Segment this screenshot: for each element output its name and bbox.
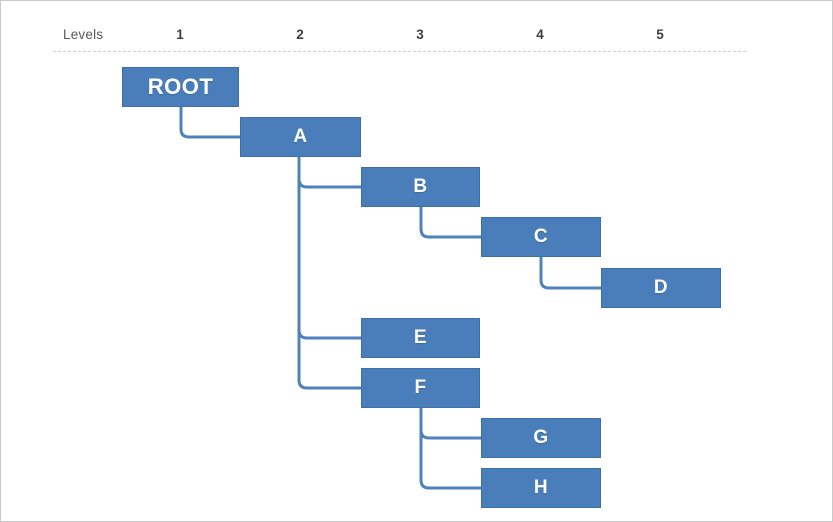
level-header-4: 4 (536, 27, 544, 42)
connector-A-to-B (297, 157, 361, 189)
connector-C-to-D (539, 257, 601, 290)
levels-axis-label: Levels (63, 27, 104, 42)
node-f[interactable]: F (361, 368, 480, 408)
connector-A-to-E (297, 157, 361, 340)
connector-B-to-C (419, 207, 481, 239)
connector-A-to-F (297, 157, 361, 390)
level-header-2: 2 (296, 27, 304, 42)
node-e[interactable]: E (361, 318, 480, 358)
node-h[interactable]: H (481, 468, 601, 508)
node-d[interactable]: D (601, 268, 721, 308)
node-c[interactable]: C (481, 217, 601, 257)
connector-F-to-H (419, 408, 481, 490)
connector-F-to-G (419, 408, 481, 440)
connector-ROOT-to-A (179, 107, 240, 139)
node-b[interactable]: B (361, 167, 480, 207)
node-a[interactable]: A (240, 117, 361, 157)
node-g[interactable]: G (481, 418, 601, 458)
level-header-1: 1 (176, 27, 184, 42)
node-root[interactable]: ROOT (122, 67, 239, 107)
level-header-3: 3 (416, 27, 424, 42)
level-header-5: 5 (656, 27, 664, 42)
header-divider (53, 51, 746, 52)
